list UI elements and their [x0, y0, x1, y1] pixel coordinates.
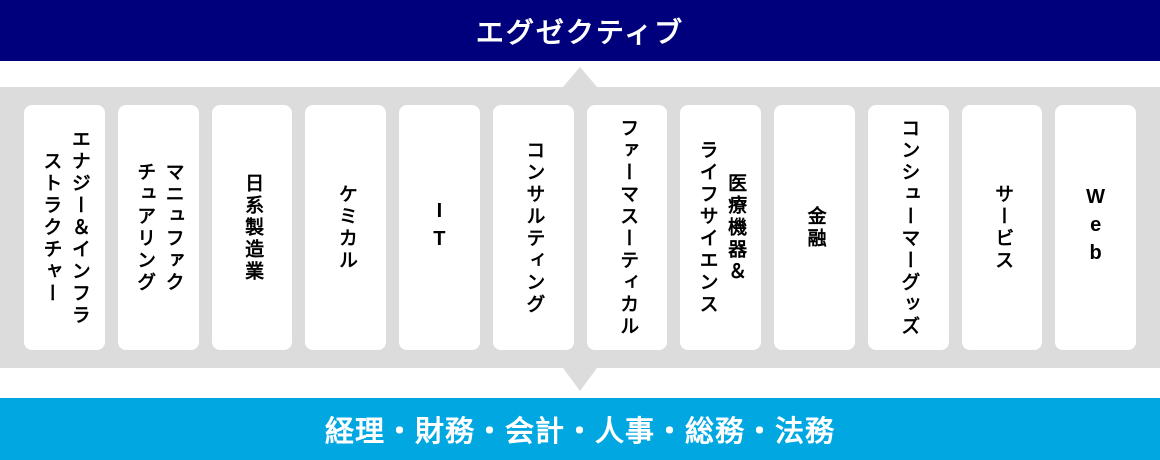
executive-header-label: エグゼクティブ — [475, 16, 685, 48]
industry-column: サービス — [961, 105, 1043, 350]
industry-column: IT — [399, 105, 480, 350]
industry-column: 医療機器＆ ライフサイエンス — [680, 105, 761, 350]
corporate-functions-label: 経理・財務・会計・人事・総務・法務 — [324, 416, 835, 448]
industry-label: 日系製造業 — [242, 172, 264, 283]
arrow-down-icon — [563, 368, 597, 391]
industry-column: Web — [1055, 105, 1136, 350]
industry-label: サービス — [992, 183, 1014, 272]
industry-label: 医療機器＆ ライフサイエンス — [696, 139, 747, 316]
industry-label: コンサルティング — [523, 139, 545, 316]
industry-label: ケミカル — [335, 183, 357, 272]
corporate-functions-bar: 経理・財務・会計・人事・総務・法務 — [0, 398, 1160, 460]
industry-column: コンサルティング — [492, 105, 574, 350]
industry-column: 金融 — [774, 105, 855, 350]
industry-label: エナジー＆インフラ ストラクチャー — [40, 128, 90, 327]
executive-header-bar: エグゼクティブ — [0, 0, 1160, 61]
bottom-connector-gap — [0, 368, 1160, 398]
industry-label: マニュファク チュアリング — [134, 161, 184, 294]
industry-column: ファーマスーティカル — [586, 105, 668, 350]
arrow-up-icon — [563, 67, 597, 87]
industry-column: ケミカル — [305, 105, 386, 350]
industry-label: 金融 — [804, 205, 826, 250]
industries-band: エナジー＆インフラ ストラクチャー マニュファク チュアリング 日系製造業 ケミ… — [0, 87, 1160, 368]
industry-column: 日系製造業 — [211, 105, 293, 350]
industry-label: ファーマスーティカル — [617, 117, 639, 338]
top-connector-gap — [0, 61, 1160, 87]
industry-column: マニュファク チュアリング — [117, 105, 199, 350]
industry-column: コンシューマーグッズ — [867, 105, 949, 350]
industry-label: IT — [428, 199, 451, 256]
industry-label: Web — [1084, 185, 1107, 270]
industry-column: エナジー＆インフラ ストラクチャー — [24, 105, 105, 350]
industry-label: コンシューマーグッズ — [898, 117, 920, 338]
